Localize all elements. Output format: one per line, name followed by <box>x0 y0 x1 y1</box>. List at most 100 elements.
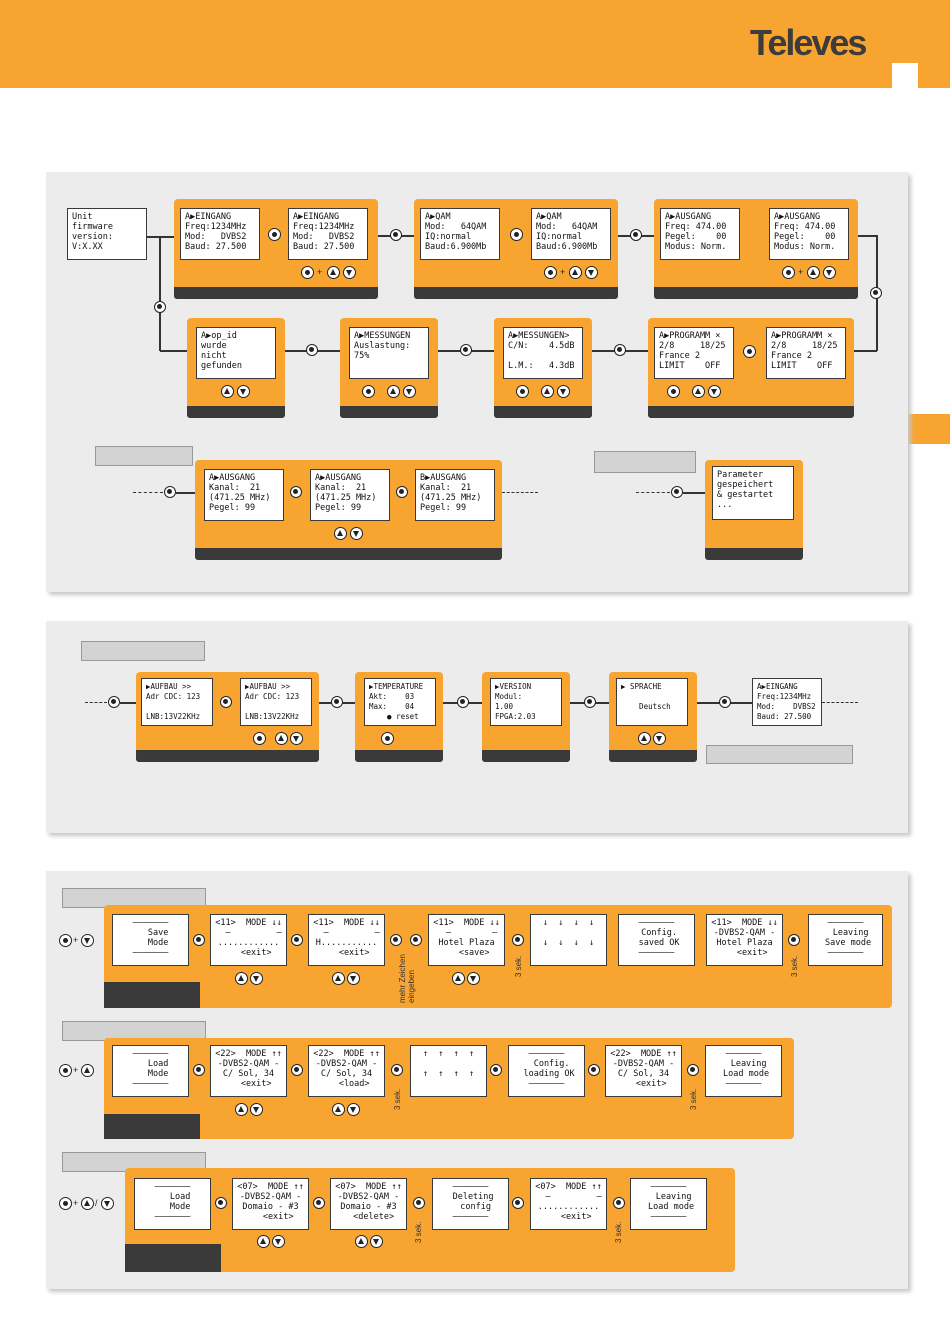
up-button[interactable] <box>541 385 554 398</box>
ok-button[interactable] <box>381 732 394 745</box>
ok-button[interactable] <box>782 266 795 279</box>
ausgang-display-1: A▶AUSGANG Freq: 474.00 Pegel: 00 Modus: … <box>660 208 740 260</box>
up-button[interactable] <box>355 1235 368 1248</box>
flow-node <box>331 696 343 708</box>
down-button[interactable] <box>101 1197 114 1210</box>
ok-button[interactable] <box>59 934 72 947</box>
side-tab <box>908 414 950 444</box>
timer-note: 3 sek. <box>514 955 523 977</box>
up-button[interactable] <box>334 527 347 540</box>
up-button[interactable] <box>807 266 820 279</box>
down-button[interactable] <box>290 732 303 745</box>
timer-note: 3 sek. <box>393 1088 402 1110</box>
plus-sign: + <box>73 1065 79 1075</box>
kanal-display-1: A▶AUSGANG Kanal: 21 (471.25 MHz) Pegel: … <box>204 469 284 521</box>
down-button[interactable] <box>343 266 356 279</box>
down-button[interactable] <box>585 266 598 279</box>
down-button[interactable] <box>347 1103 360 1116</box>
up-button[interactable] <box>638 732 651 745</box>
up-button[interactable] <box>327 266 340 279</box>
messungen-display-2: A▶MESSUNGEN> C/N: 4.5dB L.M.: 4.3dB <box>503 327 583 379</box>
save-screen-6: ——————— Config. saved OK ——————— <box>618 914 695 966</box>
row-label-block <box>104 982 200 1008</box>
up-button[interactable] <box>452 972 465 985</box>
flow-node <box>193 934 205 946</box>
flow-node <box>291 1064 303 1076</box>
up-button[interactable] <box>221 385 234 398</box>
timer-note: 3 sek. <box>689 1088 698 1110</box>
ok-button[interactable] <box>59 1064 72 1077</box>
save-screen-5: ↓ ↓ ↓ ↓ ↓ ↓ ↓ ↓ <box>530 914 607 966</box>
flow-node <box>306 344 318 356</box>
down-button[interactable] <box>81 934 94 947</box>
connector <box>683 492 705 494</box>
up-button[interactable] <box>257 1235 270 1248</box>
aufbau-display-2: ▶AUFBAU >> Adr CDC: 123 LNB:13V22KHz <box>240 678 312 726</box>
up-button[interactable] <box>569 266 582 279</box>
flow-node <box>108 696 120 708</box>
sprache-display: ▶ SPRACHE Deutsch <box>616 678 688 726</box>
ok-button[interactable] <box>667 385 680 398</box>
row-label-block <box>104 1114 200 1139</box>
connector <box>120 702 136 704</box>
delete-screen-5: <07> MODE ↑↑ — — ............ <exit> <box>530 1178 607 1230</box>
down-button[interactable] <box>708 385 721 398</box>
opid-display: A▶op_id wurde nicht gefunden <box>196 327 276 379</box>
up-button[interactable] <box>692 385 705 398</box>
up-button[interactable] <box>235 1103 248 1116</box>
flow-node <box>512 934 524 946</box>
down-button[interactable] <box>557 385 570 398</box>
flow-node <box>687 1064 699 1076</box>
flow-node <box>870 287 882 299</box>
dashed-line <box>636 492 670 493</box>
down-button[interactable] <box>272 1235 285 1248</box>
connector <box>854 350 877 352</box>
aufbau-display-1: ▶AUFBAU >> Adr CDC: 123 LNB:13V22KHz <box>141 678 213 726</box>
ok-button[interactable] <box>301 266 314 279</box>
center-button[interactable] <box>510 228 523 241</box>
down-button[interactable] <box>403 385 416 398</box>
ok-button[interactable] <box>516 385 529 398</box>
ok-button[interactable] <box>544 266 557 279</box>
group-footer <box>136 750 319 762</box>
flow-node <box>164 486 176 498</box>
down-button[interactable] <box>347 972 360 985</box>
firmware-display: Unit firmware version: V:X.XX <box>67 208 147 260</box>
qam-display-2: A▶QAM Mod: 64QAM IQ:normal Baud:6.900Mb <box>531 208 611 260</box>
kanal-display-3: B▶AUSGANG Kanal: 21 (471.25 MHz) Pegel: … <box>415 469 495 521</box>
up-button[interactable] <box>235 972 248 985</box>
up-button[interactable] <box>387 385 400 398</box>
down-button[interactable] <box>467 972 480 985</box>
down-button[interactable] <box>653 732 666 745</box>
flow-node <box>719 696 731 708</box>
down-button[interactable] <box>237 385 250 398</box>
ok-button[interactable] <box>362 385 375 398</box>
kanal-display-2: A▶AUSGANG Kanal: 21 (471.25 MHz) Pegel: … <box>310 469 390 521</box>
load-screen-5: ——————— Config. loading OK ——————— <box>508 1045 585 1097</box>
flow-node <box>457 696 469 708</box>
save-screen-7: <11> MODE ↓↓ -DVBS2-QAM - Hotel Plaza <e… <box>706 914 783 966</box>
flow-node <box>291 934 303 946</box>
dashed-line <box>85 702 107 703</box>
up-button[interactable] <box>81 1197 94 1210</box>
up-button[interactable] <box>275 732 288 745</box>
up-button[interactable] <box>332 972 345 985</box>
qam-display-1: A▶QAM Mod: 64QAM IQ:normal Baud:6.900Mb <box>420 208 500 260</box>
down-button[interactable] <box>370 1235 383 1248</box>
flow-node <box>396 486 408 498</box>
center-button[interactable] <box>268 228 281 241</box>
down-button[interactable] <box>250 972 263 985</box>
up-button[interactable] <box>81 1064 94 1077</box>
down-button[interactable] <box>350 527 363 540</box>
plus-sign: + <box>560 267 566 277</box>
group-footer <box>174 287 378 299</box>
center-button[interactable] <box>743 345 756 358</box>
ok-button[interactable] <box>253 732 266 745</box>
down-button[interactable] <box>823 266 836 279</box>
down-button[interactable] <box>250 1103 263 1116</box>
up-button[interactable] <box>332 1103 345 1116</box>
group-footer <box>187 406 285 418</box>
callout-bubble <box>81 641 205 661</box>
ok-button[interactable] <box>59 1197 72 1210</box>
save-screen-8: ——————— Leaving Save mode ——————— <box>808 914 883 966</box>
